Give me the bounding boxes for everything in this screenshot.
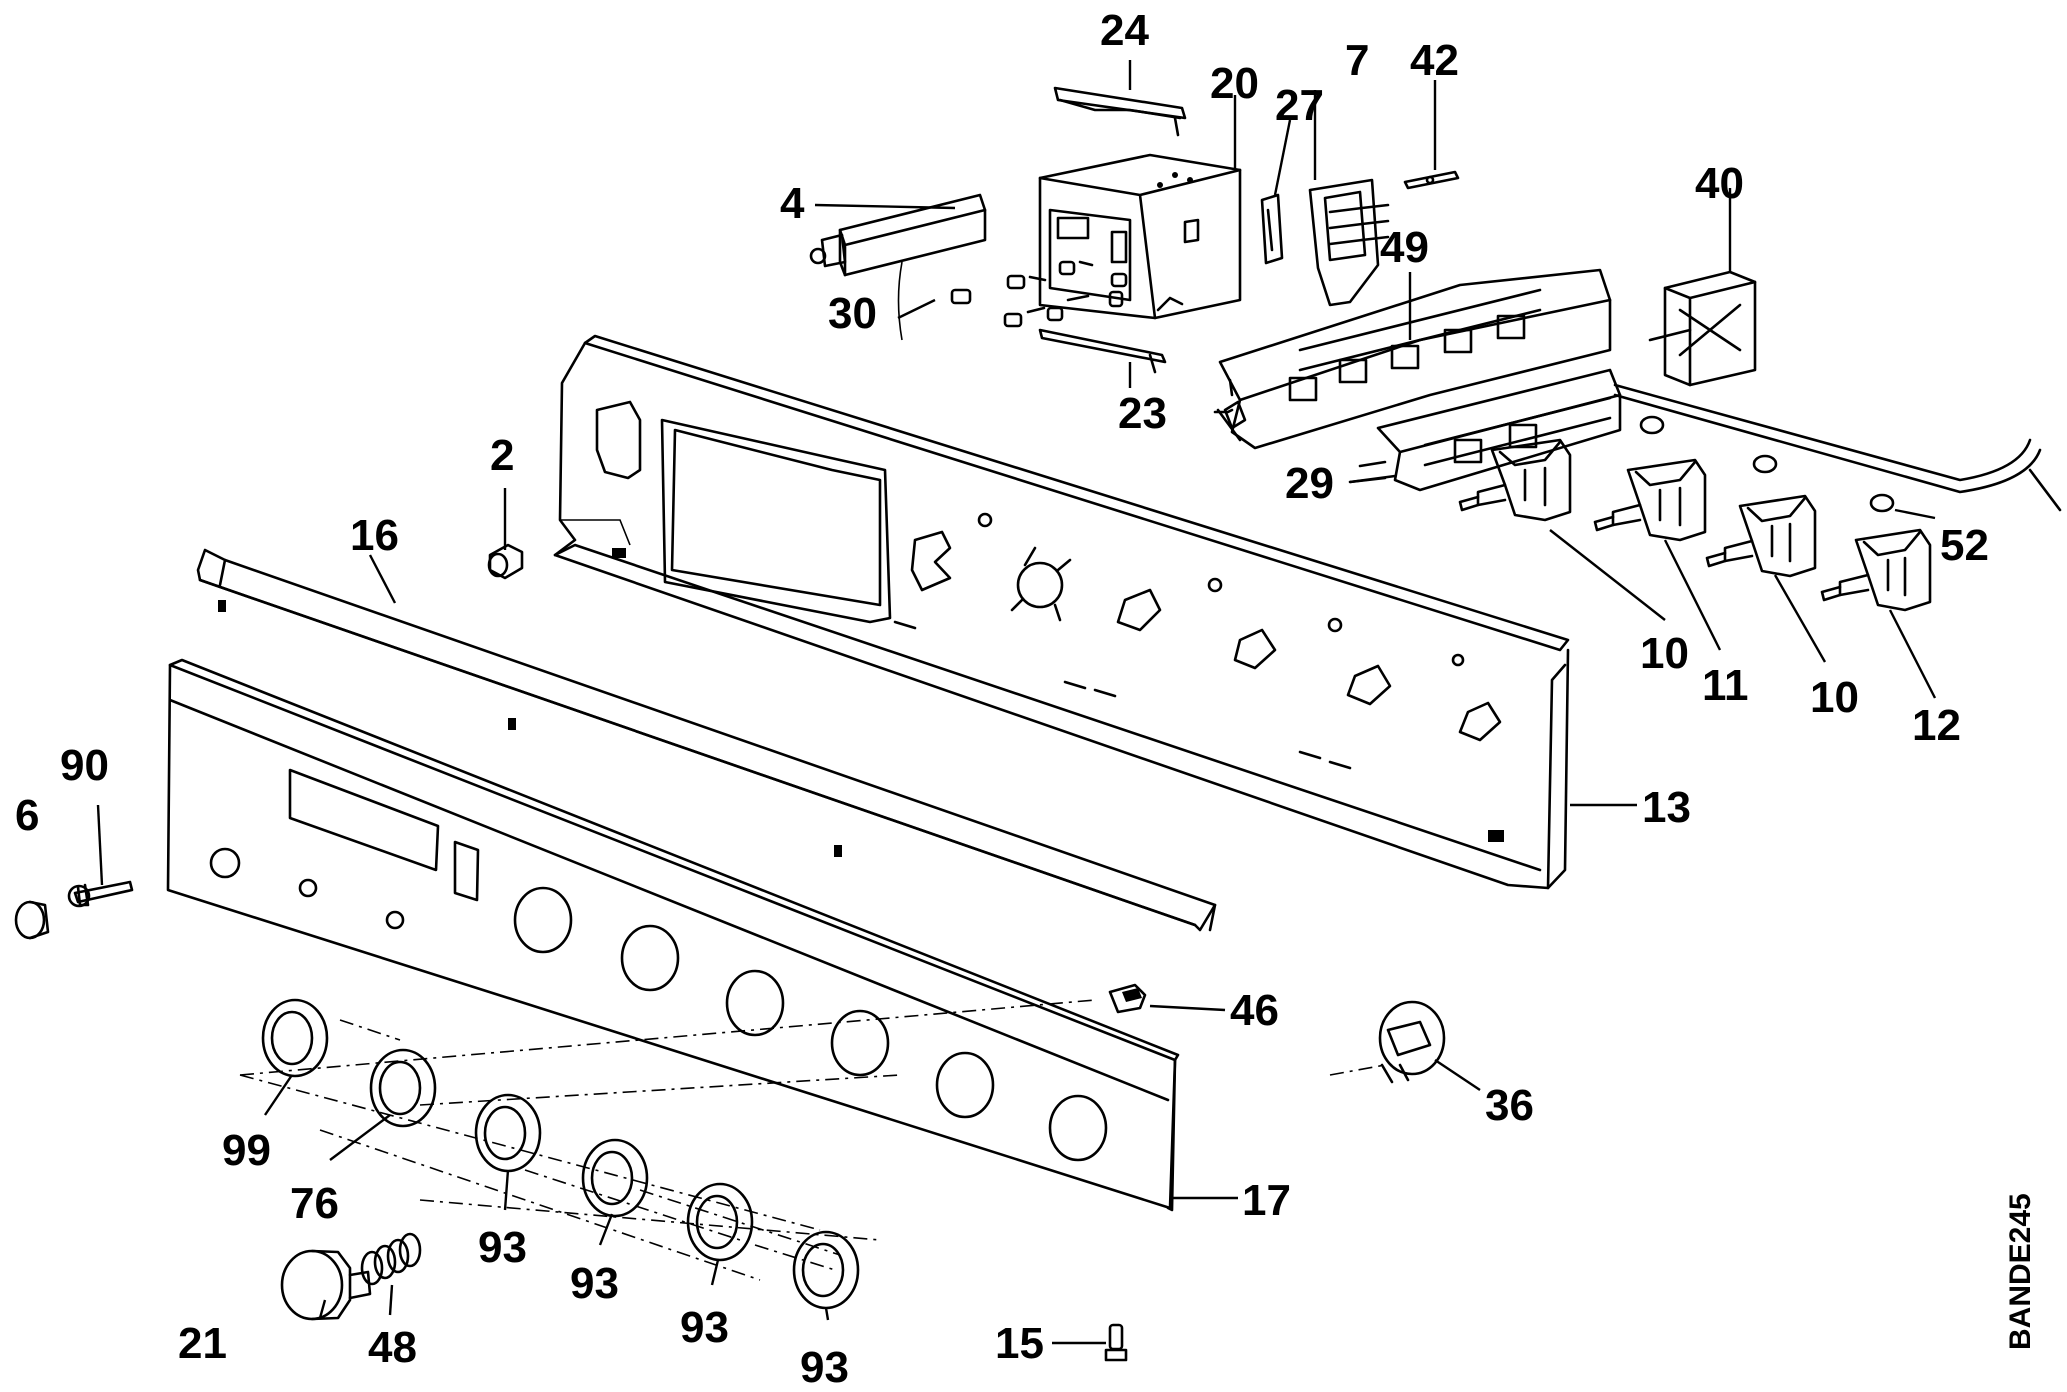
rear-mounting-panel — [553, 334, 1570, 890]
bottom-mounting-rail — [1038, 328, 1167, 374]
label-93-c: 93 — [680, 1303, 729, 1352]
gas-tap-2 — [1593, 458, 1707, 542]
label-23: 23 — [1118, 389, 1167, 438]
gas-tap-3 — [1705, 494, 1817, 578]
control-knob — [280, 1249, 372, 1321]
label-27: 27 — [1275, 81, 1324, 130]
label-42: 42 — [1410, 36, 1459, 85]
knob-spring — [360, 1232, 422, 1286]
knob-bezel-93a — [474, 1093, 542, 1173]
grommets — [1639, 415, 1895, 513]
label-10-a: 10 — [1640, 629, 1689, 678]
label-48: 48 — [368, 1323, 417, 1372]
insulating-plate — [1260, 193, 1284, 265]
fixing-screw — [1104, 1323, 1128, 1362]
knob-bezel-99 — [261, 998, 329, 1078]
knob-adapter — [1329, 1000, 1446, 1084]
label-10-b: 10 — [1810, 673, 1859, 722]
assembly-axes — [239, 999, 1096, 1281]
label-90: 90 — [60, 741, 109, 790]
lamp-pin — [1403, 170, 1460, 190]
drawing-code: BANDE245 — [2004, 1193, 2037, 1350]
gas-tap-1 — [1458, 438, 1572, 522]
label-6: 6 — [15, 791, 39, 840]
label-93-d: 93 — [800, 1343, 849, 1392]
wiring-harness — [1613, 383, 2062, 512]
label-76: 76 — [290, 1179, 339, 1228]
label-99: 99 — [222, 1126, 271, 1175]
knob-bezel-93d — [792, 1230, 860, 1310]
label-30: 30 — [828, 289, 877, 338]
label-2: 2 — [490, 431, 514, 480]
knob-bezel-93c — [686, 1182, 754, 1262]
label-16: 16 — [350, 511, 399, 560]
thermostat-bracket — [1308, 178, 1390, 307]
top-mounting-rail — [1053, 86, 1187, 137]
label-21: 21 — [178, 1319, 227, 1368]
label-11: 11 — [1702, 661, 1749, 710]
knob-bezel-93b — [581, 1138, 649, 1218]
label-17: 17 — [1242, 1176, 1291, 1225]
label-93-b: 93 — [570, 1259, 619, 1308]
timer-module — [1038, 153, 1242, 320]
spark-generator — [809, 193, 987, 277]
screws-and-bushings — [950, 260, 1128, 328]
label-13: 13 — [1642, 783, 1691, 832]
knob-bezel-76 — [369, 1048, 437, 1128]
label-49: 49 — [1380, 223, 1429, 272]
control-screw — [67, 880, 134, 908]
gas-tap-4 — [1820, 528, 1932, 612]
label-46: 46 — [1230, 986, 1279, 1035]
label-7: 7 — [1345, 36, 1369, 85]
label-40: 40 — [1695, 159, 1744, 208]
label-93-a: 93 — [478, 1223, 527, 1272]
front-control-panel — [166, 658, 1180, 1212]
label-24: 24 — [1100, 6, 1149, 55]
label-4: 4 — [780, 179, 805, 228]
gas-valve-manifold — [1213, 268, 1622, 492]
trim-strip — [196, 548, 1217, 932]
rotary-switch — [1648, 270, 1757, 387]
label-12: 12 — [1912, 701, 1961, 750]
label-29: 29 — [1285, 459, 1334, 508]
indicator-light — [487, 543, 524, 580]
leader-lines — [96, 60, 1937, 1345]
part-number-labels: 24 20 7 42 27 4 49 40 30 23 2 29 52 16 1… — [15, 6, 2037, 1392]
label-52: 52 — [1940, 521, 1989, 570]
label-20: 20 — [1210, 59, 1259, 108]
label-36: 36 — [1485, 1081, 1534, 1130]
push-button — [14, 900, 50, 940]
panel-clip — [1108, 983, 1147, 1014]
label-15: 15 — [995, 1319, 1044, 1368]
